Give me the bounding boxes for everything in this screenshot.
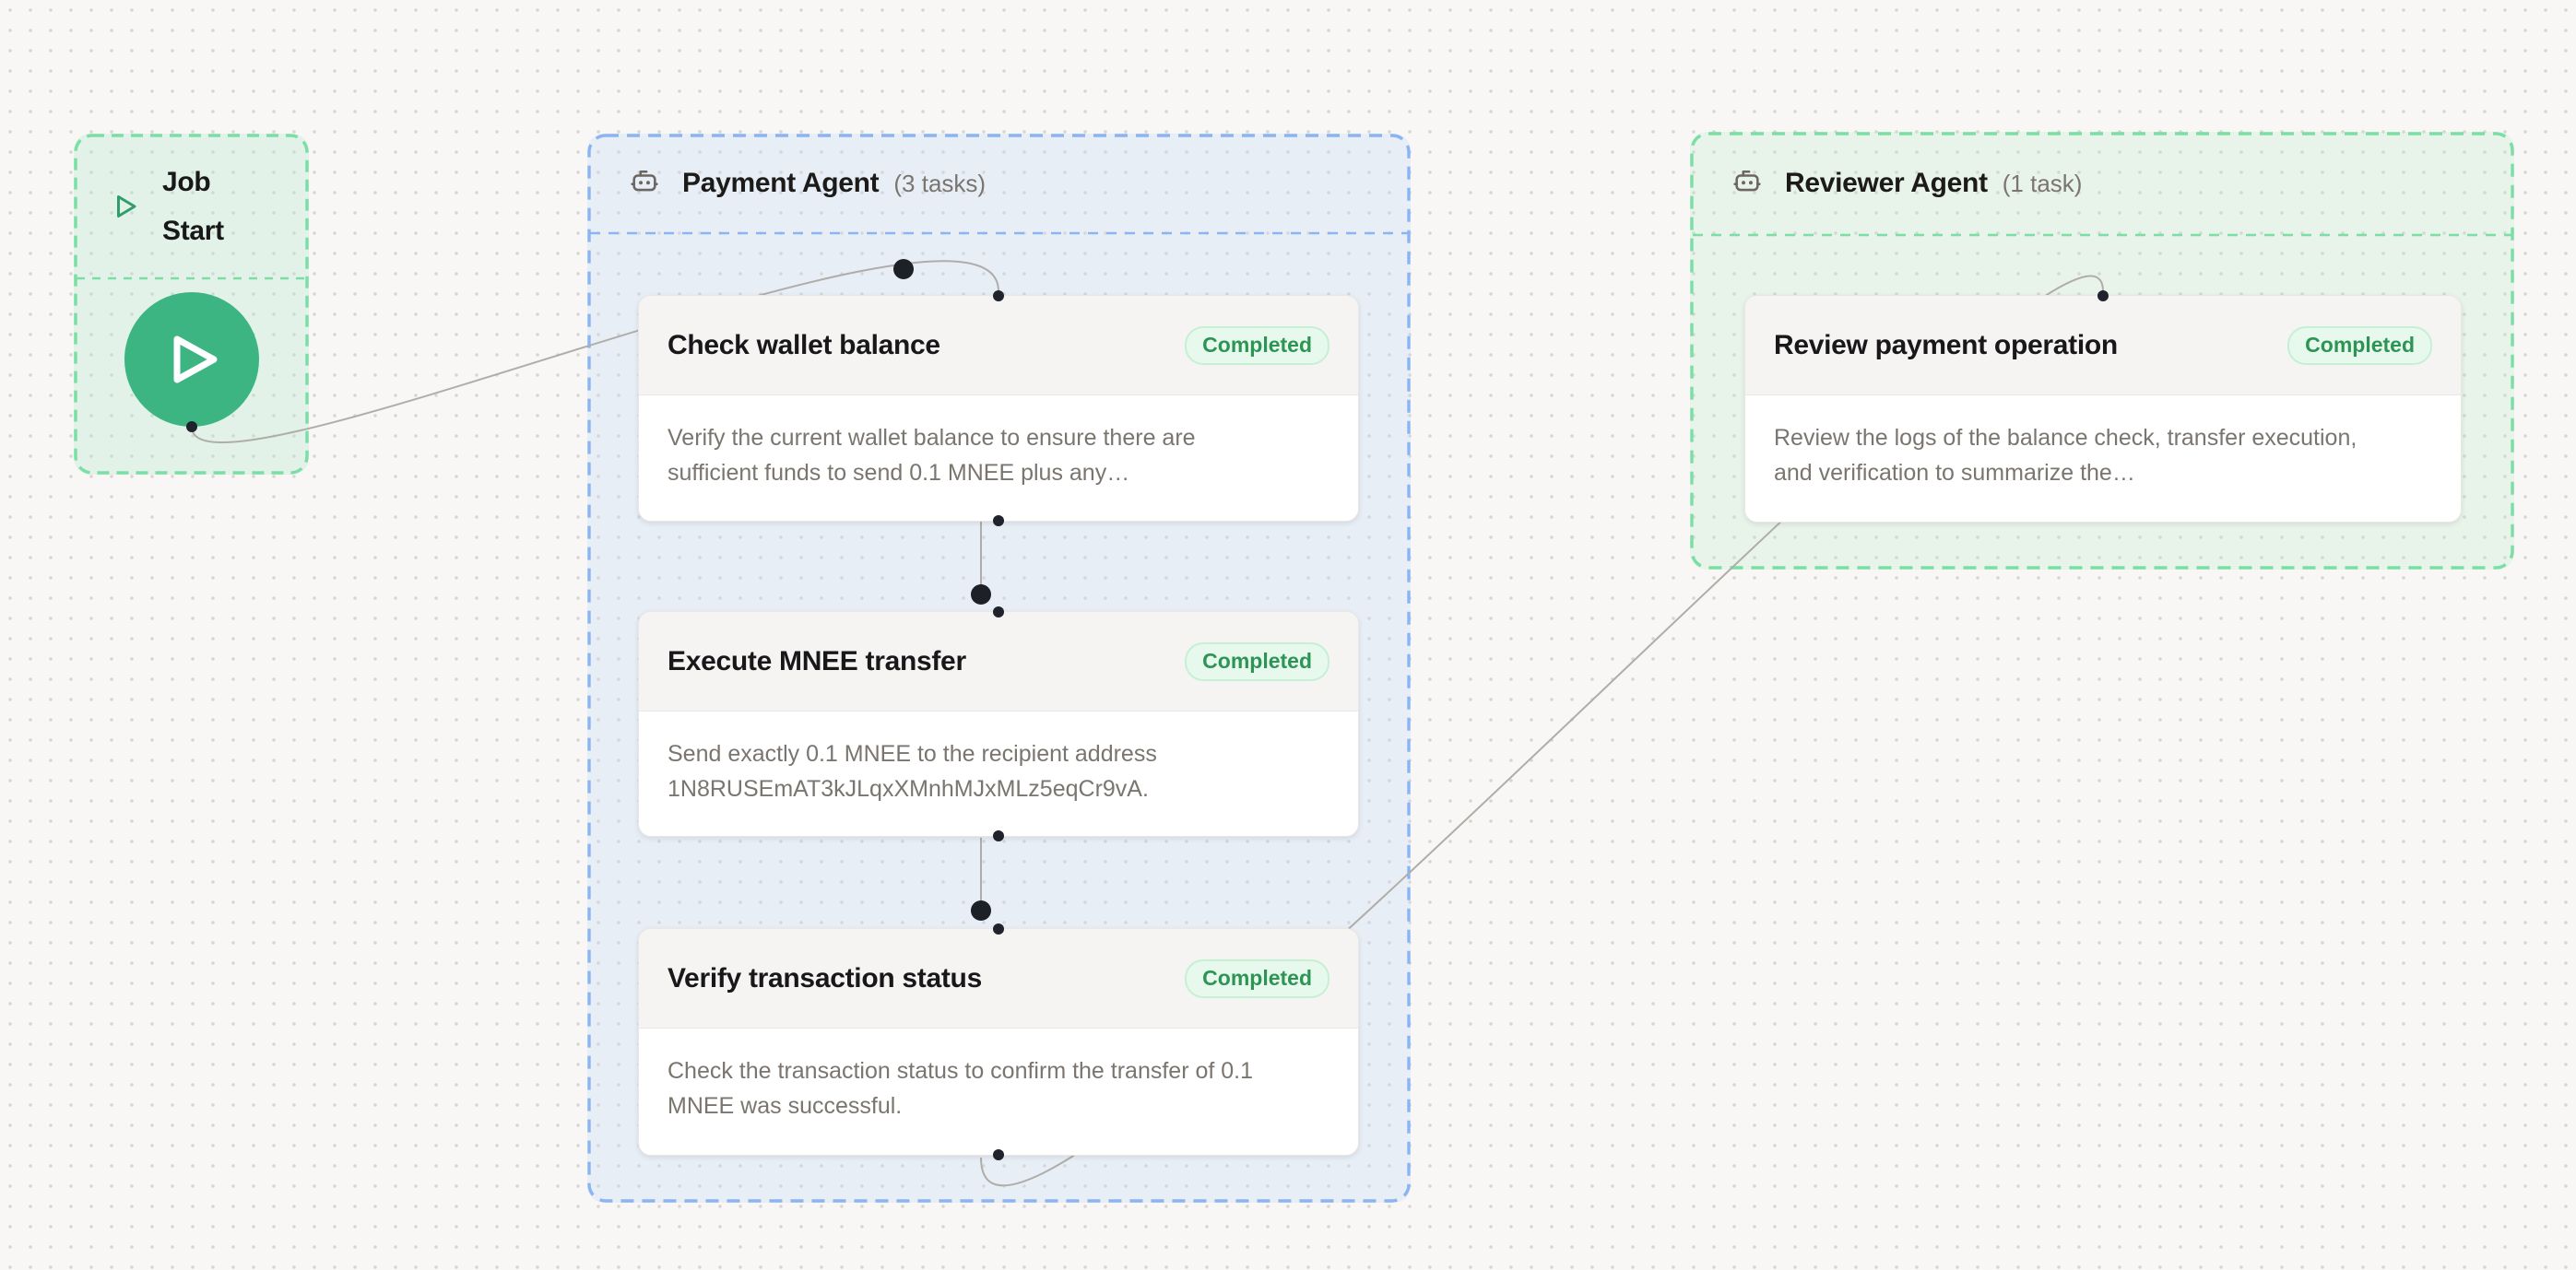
agent-group-payment[interactable]: Payment Agent (3 tasks) Check wallet bal… xyxy=(587,134,1411,1203)
task-card-header: Check wallet balance Completed xyxy=(639,296,1358,395)
reviewer-group-task-count: (1 task) xyxy=(2002,169,2083,197)
task-card-execute-mnee-transfer[interactable]: Execute MNEE transfer Completed Send exa… xyxy=(638,606,1359,841)
task-card-header: Review payment operation Completed xyxy=(1745,296,2461,395)
status-badge: Completed xyxy=(1185,958,1329,998)
job-start-body xyxy=(74,278,309,427)
task-card-header: Execute MNEE transfer Completed xyxy=(639,612,1358,711)
task-input-handle[interactable] xyxy=(2097,290,2109,301)
task-input-handle[interactable] xyxy=(993,923,1004,935)
task-input-handle[interactable] xyxy=(993,290,1004,301)
play-triangle-icon xyxy=(173,335,218,383)
task-description: Review the logs of the balance check, tr… xyxy=(1774,425,2357,486)
task-card-body: Review the logs of the balance check, tr… xyxy=(1745,395,2461,515)
task-card-body: Send exactly 0.1 MNEE to the recipient a… xyxy=(639,711,1358,831)
play-icon xyxy=(114,193,138,220)
bot-icon xyxy=(1731,168,1763,199)
edge-flow-dot xyxy=(893,259,914,279)
status-badge: Completed xyxy=(1185,325,1329,365)
task-output-handle[interactable] xyxy=(993,830,1004,841)
task-description: Verify the current wallet balance to ens… xyxy=(668,425,1196,486)
edge-flow-dot xyxy=(971,900,991,921)
job-start-output-handle[interactable] xyxy=(186,421,197,432)
agent-group-reviewer[interactable]: Reviewer Agent (1 task) Review payment o… xyxy=(1690,132,2514,570)
task-description: Check the transaction status to confirm … xyxy=(668,1058,1254,1119)
task-title: Check wallet balance xyxy=(668,329,940,360)
status-badge: Completed xyxy=(1185,641,1329,681)
edge-flow-dot xyxy=(971,584,991,605)
start-button[interactable] xyxy=(124,292,259,427)
payment-group-title: Payment Agent xyxy=(682,168,880,198)
task-title: Execute MNEE transfer xyxy=(668,645,966,676)
job-start-label: Job Start xyxy=(162,166,224,246)
task-card-check-wallet-balance[interactable]: Check wallet balance Completed Verify th… xyxy=(638,290,1359,526)
task-card-review-payment-operation[interactable]: Review payment operation Completed Revie… xyxy=(1744,290,2462,523)
reviewer-group-title: Reviewer Agent xyxy=(1785,168,1988,198)
task-card-header: Verify transaction status Completed xyxy=(639,929,1358,1029)
task-output-handle[interactable] xyxy=(993,515,1004,526)
task-title: Verify transaction status xyxy=(668,962,982,994)
task-description: Send exactly 0.1 MNEE to the recipient a… xyxy=(668,741,1157,802)
task-card-body: Verify the current wallet balance to ens… xyxy=(639,395,1358,515)
task-output-handle[interactable] xyxy=(993,1149,1004,1160)
bot-icon xyxy=(629,168,660,199)
job-start-header: Job Start xyxy=(74,134,309,278)
reviewer-group-header: Reviewer Agent (1 task) xyxy=(1690,132,2514,235)
task-title: Review payment operation xyxy=(1774,329,2118,360)
status-badge: Completed xyxy=(2287,325,2432,365)
payment-group-task-count: (3 tasks) xyxy=(893,169,987,197)
payment-group-header: Payment Agent (3 tasks) xyxy=(587,134,1411,233)
task-card-body: Check the transaction status to confirm … xyxy=(639,1029,1358,1148)
task-input-handle[interactable] xyxy=(993,606,1004,617)
task-card-verify-transaction-status[interactable]: Verify transaction status Completed Chec… xyxy=(638,923,1359,1160)
